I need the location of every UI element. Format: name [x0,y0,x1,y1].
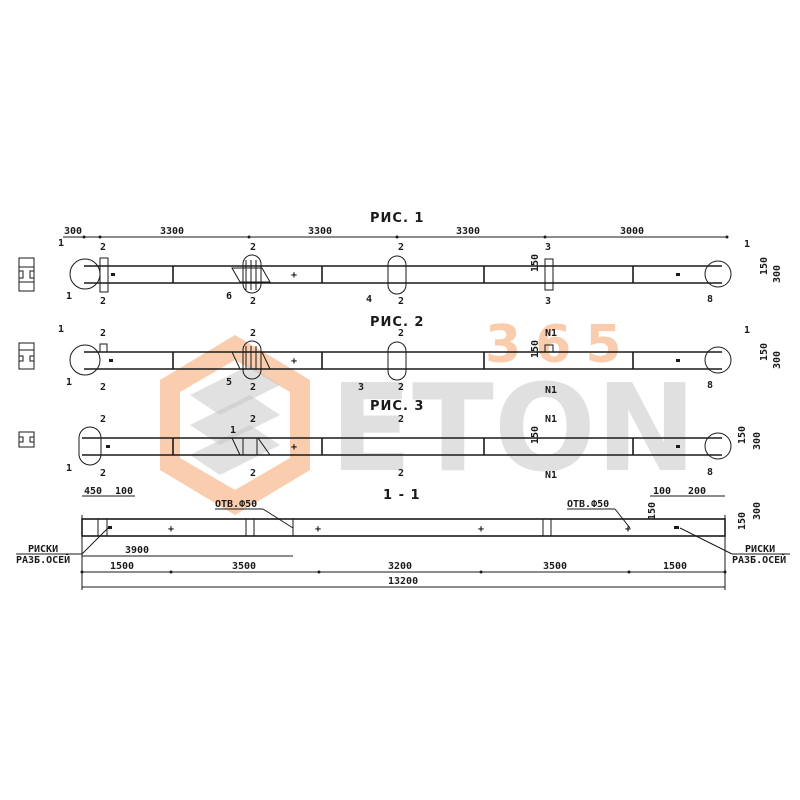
callout-5: 5 [226,377,232,388]
dim-total-13200: 13200 [388,576,418,587]
dim-300: 300 [752,432,763,450]
section-mark-2: 2 [250,328,256,339]
dim-100: 100 [115,486,133,497]
section-mark-2: 2 [100,296,106,307]
section-mark-n1: N1 [545,328,557,339]
section-mark-2: 2 [250,382,256,393]
callout-3: 3 [358,382,364,393]
dim-300: 300 [64,226,82,237]
dim-3900: 3900 [125,545,149,556]
svg-text:+: + [625,524,631,535]
marks-label-right-1: РИСКИ [745,544,775,555]
dim-150: 150 [737,426,748,444]
dim-3200: 3200 [388,561,412,572]
dim-3300-c: 3300 [456,226,480,237]
callout-1: 1 [66,377,72,388]
dim-3300-b: 3300 [308,226,332,237]
dim-150: 150 [737,512,748,530]
cross-section-icon-fig1 [18,257,35,292]
hole-label-left: ОТВ.Ф50 [215,499,257,510]
figure-3-title: РИС. 3 [370,399,424,414]
figure-1-title: РИС. 1 [370,211,424,226]
section-mark-3: 3 [545,296,551,307]
section-mark-2: 2 [398,328,404,339]
figure-2: РИС. 2 + 1 2 2 2 2 2 2 N1 N1 1 1 5 3 [58,315,783,396]
section-1-1: 1 - 1 450 100 100 200 + + + + ОТВ.Ф50 ОТ… [16,486,790,590]
dim-1500: 1500 [663,561,687,572]
section-title: 1 - 1 [383,488,421,503]
section-mark-2: 2 [398,414,404,425]
section-mark-n1: N1 [545,470,557,481]
section-mark-2: 2 [100,242,106,253]
callout-6: 6 [226,291,232,302]
watermark-number-text: 365 [485,315,636,375]
svg-text:+: + [168,524,174,535]
cross-section-icon-fig2 [18,342,35,370]
watermark-brand-text: ETON [330,360,696,499]
section-mark-1: 1 [744,325,750,336]
section-mark-2: 2 [100,414,106,425]
dim-3000: 3000 [620,226,644,237]
section-mark-2: 2 [398,382,404,393]
section-mark-1: 1 [58,324,64,335]
marks-label-right-2: РАЗБ.ОСЕЙ [732,553,786,566]
callout-1: 1 [66,291,72,302]
callout-8: 8 [707,380,713,391]
section-mark-1: 1 [744,239,750,250]
callout-1: 1 [230,425,236,436]
dim-150: 150 [530,426,541,444]
dim-100: 100 [653,486,671,497]
section-mark-3: 3 [545,242,551,253]
dim-3300-a: 3300 [160,226,184,237]
svg-text:+: + [291,442,297,453]
callout-8: 8 [707,467,713,478]
section-mark-2: 2 [250,414,256,425]
section-mark-2: 2 [398,296,404,307]
hole-label-right: ОТВ.Ф50 [567,499,609,510]
callout-1: 1 [66,463,72,474]
section-mark-2: 2 [250,242,256,253]
dim-300: 300 [772,351,783,369]
dim-3500: 3500 [232,561,256,572]
svg-text:+: + [291,270,297,281]
svg-text:+: + [478,524,484,535]
svg-text:+: + [315,524,321,535]
dim-200: 200 [688,486,706,497]
dim-150: 150 [530,254,541,272]
section-mark-2: 2 [398,468,404,479]
dim-1500: 1500 [110,561,134,572]
dim-150: 150 [647,502,658,520]
callout-8: 8 [707,294,713,305]
figure-2-title: РИС. 2 [370,315,424,330]
section-mark-n1: N1 [545,414,557,425]
callout-4: 4 [366,294,372,305]
section-mark-2: 2 [398,242,404,253]
section-mark-2: 2 [100,468,106,479]
marks-label-left-2: РАЗБ.ОСЕЙ [16,553,70,566]
dim-150: 150 [530,340,541,358]
section-mark-2: 2 [100,382,106,393]
dim-3500: 3500 [543,561,567,572]
svg-text:+: + [291,356,297,367]
dim-300: 300 [772,265,783,283]
section-mark-2: 2 [100,328,106,339]
figure-1: РИС. 1 300 3300 3300 3300 3000 + 1 [58,211,783,307]
dim-450: 450 [84,486,102,497]
dim-300: 300 [752,502,763,520]
dim-150: 150 [759,257,770,275]
section-mark-2: 2 [250,296,256,307]
cross-section-icon-fig3 [18,431,35,448]
section-mark-2: 2 [250,468,256,479]
figure-3: РИС. 3 + 2 2 2 2 2 2 N1 N1 1 1 8 150 150… [66,399,763,481]
section-mark-1: 1 [58,238,64,249]
section-mark-n1: N1 [545,385,557,396]
dim-150: 150 [759,343,770,361]
marks-label-left-1: РИСКИ [28,544,58,555]
watermark: ETON 365 [160,315,696,515]
